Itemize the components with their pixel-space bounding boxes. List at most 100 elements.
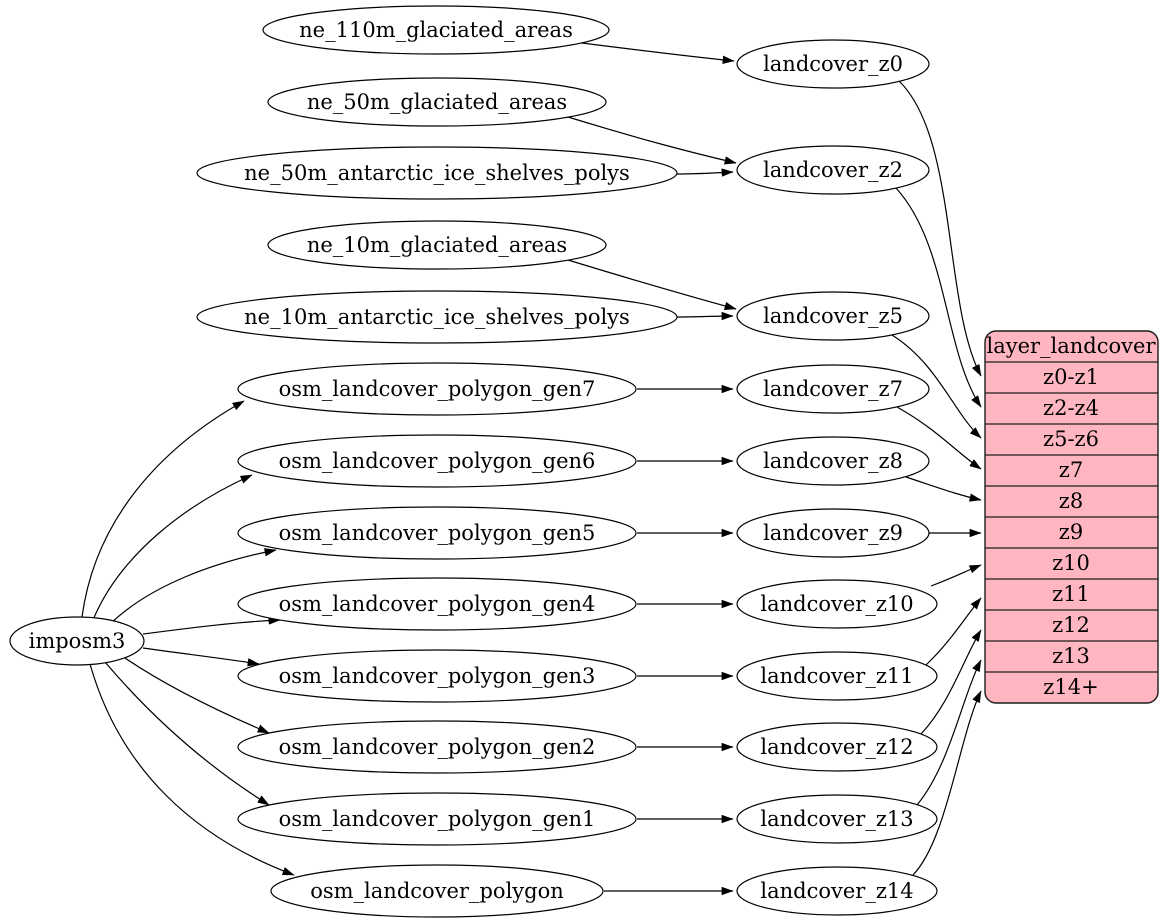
node-landcover-z10: landcover_z10 <box>736 579 938 629</box>
node-osm-landcover-polygon-gen3: osm_landcover_polygon_gen3 <box>237 649 637 703</box>
transform-ellipse <box>736 39 930 89</box>
node-landcover-z12: landcover_z12 <box>736 722 938 772</box>
edge-z0-row-z0z1 <box>898 80 982 377</box>
transform-label: landcover_z5 <box>763 304 903 328</box>
source-label: osm_landcover_polygon_gen1 <box>279 807 596 831</box>
node-ne-50m-antarctic-ice-shelves-polys: ne_50m_antarctic_ice_shelves_polys <box>196 146 678 200</box>
source-label: osm_landcover_polygon_gen7 <box>279 377 596 401</box>
source-ellipse <box>237 434 637 488</box>
source-label: ne_10m_antarctic_ice_shelves_polys <box>244 305 630 329</box>
edge-ne10m-ant-z5 <box>676 311 734 321</box>
edge-z7-row-z7 <box>896 406 982 470</box>
transform-ellipse <box>736 722 938 772</box>
imposm3-ellipse <box>9 616 145 666</box>
node-ne-10m-antarctic-ice-shelves-polys: ne_10m_antarctic_ice_shelves_polys <box>196 290 678 344</box>
transform-ellipse <box>736 866 938 916</box>
node-landcover-z7: landcover_z7 <box>736 364 930 414</box>
node-landcover-z0: landcover_z0 <box>736 39 930 89</box>
edge-imposm3-gen3 <box>142 647 260 667</box>
table-row-z13: z13 <box>1052 644 1090 668</box>
edge-z13-row-z13 <box>916 659 982 806</box>
imposm3-label: imposm3 <box>29 629 126 653</box>
table-row-z14plus: z14+ <box>1043 675 1098 699</box>
table-row-z8: z8 <box>1059 489 1083 513</box>
edge-imposm3-gen4 <box>142 616 281 635</box>
edge-ne110m-z0 <box>581 42 735 65</box>
transform-label: landcover_z14 <box>760 879 913 903</box>
source-ellipse <box>237 720 637 774</box>
source-ellipse <box>267 77 607 127</box>
table-row-z5-z6: z5-z6 <box>1043 427 1099 451</box>
source-label: ne_10m_glaciated_areas <box>307 233 567 257</box>
source-label: osm_landcover_polygon_gen3 <box>279 664 596 688</box>
transform-label: landcover_z9 <box>763 521 903 545</box>
node-osm-landcover-polygon-gen4: osm_landcover_polygon_gen4 <box>237 577 637 631</box>
table-row-z11: z11 <box>1052 582 1090 606</box>
edge-z5-row-z5z6 <box>891 334 982 439</box>
node-imposm3: imposm3 <box>9 616 145 666</box>
table-row-z10: z10 <box>1052 551 1090 575</box>
edge-imposm3-gen7 <box>81 400 245 618</box>
source-label: osm_landcover_polygon_gen6 <box>279 449 596 473</box>
source-label: ne_50m_antarctic_ice_shelves_polys <box>244 161 630 185</box>
node-layer-landcover-table: layer_landcover z0-z1 z2-z4 z5-z6 z7 z8 … <box>984 330 1159 704</box>
node-osm-landcover-polygon-gen5: osm_landcover_polygon_gen5 <box>237 506 637 560</box>
source-ellipse <box>237 362 637 416</box>
edge-imposm3-gen5 <box>108 548 277 626</box>
source-ellipse <box>196 290 678 344</box>
source-label: osm_landcover_polygon_gen5 <box>279 521 596 545</box>
node-osm-landcover-polygon-gen6: osm_landcover_polygon_gen6 <box>237 434 637 488</box>
node-landcover-z2: landcover_z2 <box>736 145 930 195</box>
transform-label: landcover_z7 <box>763 377 903 401</box>
edge-z2-row-z2z4 <box>895 187 982 408</box>
transform-label: landcover_z10 <box>760 592 913 616</box>
source-label: ne_110m_glaciated_areas <box>299 18 573 42</box>
edge-ne50m-ant-z2 <box>676 168 734 177</box>
source-label: ne_50m_glaciated_areas <box>307 90 567 114</box>
node-landcover-z13: landcover_z13 <box>736 794 938 844</box>
edge-imposm3-gen6 <box>92 474 253 621</box>
transform-ellipse <box>736 291 930 341</box>
edge-z8-row-z8 <box>905 476 982 502</box>
node-osm-landcover-polygon-gen7: osm_landcover_polygon_gen7 <box>237 362 637 416</box>
transform-ellipse <box>736 794 938 844</box>
edge-ne50m-glac-z2 <box>567 116 737 165</box>
edge-imposm3-gen1 <box>104 661 270 806</box>
layer-table-title: layer_landcover <box>986 334 1156 358</box>
source-ellipse <box>237 792 637 846</box>
transform-ellipse <box>736 145 930 195</box>
edge-group <box>81 42 982 896</box>
node-landcover-z5: landcover_z5 <box>736 291 930 341</box>
edge-imposm3-gen2 <box>124 657 270 734</box>
transform-label: landcover_z12 <box>760 735 913 759</box>
transform-ellipse <box>736 579 938 629</box>
edge-z10-row-z10 <box>930 564 982 587</box>
table-row-z0-z1: z0-z1 <box>1043 365 1099 389</box>
table-row-z2-z4: z2-z4 <box>1043 396 1099 420</box>
node-landcover-z11: landcover_z11 <box>736 651 938 701</box>
transform-ellipse <box>736 436 930 486</box>
node-osm-landcover-polygon-gen1: osm_landcover_polygon_gen1 <box>237 792 637 846</box>
source-label: osm_landcover_polygon_gen2 <box>279 735 596 759</box>
node-landcover-z14: landcover_z14 <box>736 866 938 916</box>
source-label: osm_landcover_polygon <box>310 879 564 903</box>
node-osm-landcover-polygon: osm_landcover_polygon <box>270 864 604 918</box>
edge-imposm3-polygon <box>89 663 295 876</box>
source-ellipse <box>237 649 637 703</box>
source-label: osm_landcover_polygon_gen4 <box>279 592 596 616</box>
node-group: imposm3 ne_110m_glaciated_areas ne_50m_g… <box>9 5 1159 918</box>
node-landcover-z9: landcover_z9 <box>736 508 930 558</box>
table-row-z7: z7 <box>1059 458 1083 482</box>
source-ellipse <box>270 864 604 918</box>
transform-label: landcover_z13 <box>760 807 913 831</box>
table-row-z9: z9 <box>1059 520 1083 544</box>
edge-z14-row-z14 <box>912 690 982 876</box>
transform-label: landcover_z8 <box>763 449 903 473</box>
node-ne-110m-glaciated-areas: ne_110m_glaciated_areas <box>262 5 610 55</box>
transform-label: landcover_z11 <box>760 664 913 688</box>
transform-ellipse <box>736 651 938 701</box>
edge-ne10m-glac-z5 <box>567 259 737 311</box>
transform-ellipse <box>736 508 930 558</box>
